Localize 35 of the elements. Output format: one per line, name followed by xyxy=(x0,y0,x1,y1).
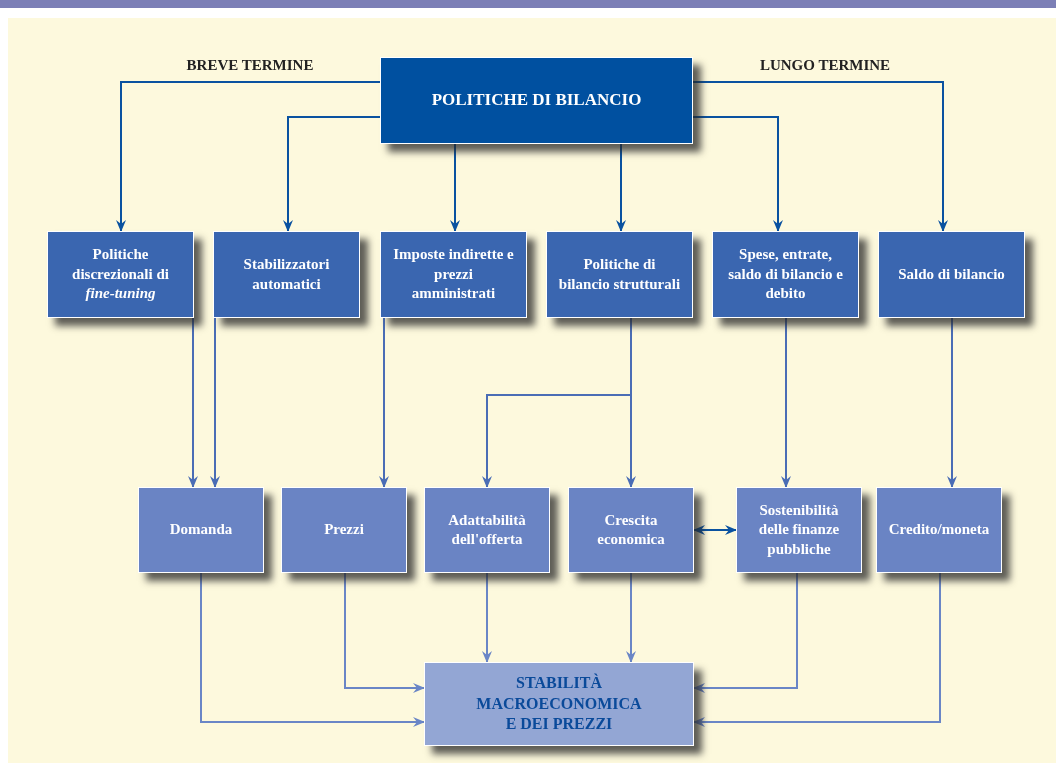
arrow xyxy=(482,572,492,663)
arrow xyxy=(210,317,220,488)
instrument-box: Saldo di bilancio xyxy=(878,231,1025,318)
arrow xyxy=(692,116,783,232)
effect-box: Crescita economica xyxy=(568,487,694,573)
arrow xyxy=(379,317,389,488)
policy-box: POLITICHE DI BILANCIO xyxy=(380,57,693,144)
arrow xyxy=(692,81,948,232)
arrow xyxy=(781,317,791,488)
arrow xyxy=(344,572,425,693)
period-label: LUNGO TERMINE xyxy=(759,57,891,74)
arrow xyxy=(188,317,198,488)
period-label: BREVE TERMINE xyxy=(186,57,314,74)
arrow xyxy=(693,525,737,535)
arrow xyxy=(616,143,626,232)
instrument-box: Stabilizzatori automatici xyxy=(213,231,360,318)
instrument-box: Spese, entrate, saldo di bilancio e debito xyxy=(712,231,859,318)
arrow xyxy=(626,317,636,488)
arrow xyxy=(283,116,381,232)
arrow xyxy=(200,572,425,727)
arrow xyxy=(116,81,381,232)
instrument-box: Politiche discrezionali di fine-tuning xyxy=(47,231,194,318)
arrow xyxy=(450,143,460,232)
effect-box: Prezzi xyxy=(281,487,407,573)
effect-box: Adattabilità dell'offerta xyxy=(424,487,550,573)
outcome-box: STABILITÀ MACROECONOMICA E DEI PREZZI xyxy=(424,662,694,746)
effect-box: Sostenibilità delle finanze pubbliche xyxy=(736,487,862,573)
arrow xyxy=(947,317,957,488)
arrow xyxy=(626,572,636,663)
arrow xyxy=(693,572,798,693)
arrow xyxy=(693,572,941,727)
instrument-box: Politiche di bilancio strutturali xyxy=(546,231,693,318)
effect-box: Domanda xyxy=(138,487,264,573)
instrument-box: Imposte indirette e prezzi amministrati xyxy=(380,231,527,318)
effect-box: Credito/moneta xyxy=(876,487,1002,573)
